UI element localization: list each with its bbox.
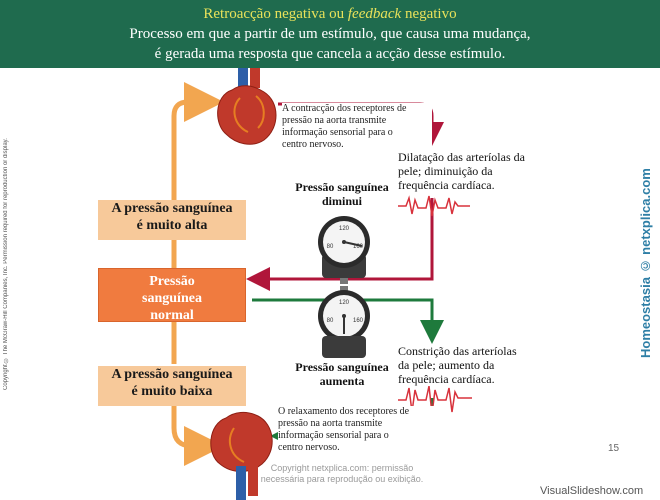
gauge-tick: 120 xyxy=(339,226,350,232)
arrow-green-loop xyxy=(252,298,444,344)
box-line: A pressão sanguínea xyxy=(111,367,233,382)
gauge-tick: 160 xyxy=(353,244,364,250)
box-line: é muito baixa xyxy=(131,384,213,399)
heart-icon xyxy=(210,411,273,500)
response-line: pele; diminuição da xyxy=(398,164,493,178)
blood-pressure-gauge-icon xyxy=(318,216,370,284)
response-dilation: Dilatação das arteríolas da pele; diminu… xyxy=(398,150,548,192)
box-pressure-normal: Pressão sanguínea normal xyxy=(98,268,246,323)
box-line: A pressão sanguínea xyxy=(111,201,233,216)
caption-line: informação sensorial para o xyxy=(278,430,389,441)
caption-relaxation: O relaxamento dos receptores de pressão … xyxy=(278,406,434,454)
gauge-tick: 160 xyxy=(353,318,364,324)
watermark-line: necessária para reprodução ou exibição. xyxy=(260,474,424,484)
gauge-tick: 80 xyxy=(327,244,334,250)
response-line: frequência cardíaca. xyxy=(398,372,495,386)
gauge-label-line: aumenta xyxy=(319,374,365,388)
arrow-up-to-heart xyxy=(171,82,224,200)
slide-title: Retroacção negativa ou feedback negativo xyxy=(0,0,660,24)
box-line: sanguínea xyxy=(142,291,202,306)
arrow-down-to-heart xyxy=(171,368,224,466)
copyright-side-note: Copyright © The McGraw-Hill Companies, I… xyxy=(3,138,9,390)
caption-line: pressão na aorta transmite xyxy=(278,418,383,429)
box-line: Pressão xyxy=(149,274,195,289)
feedback-diagram: 120 80 160 120 80 160 A pressão sanguíne… xyxy=(0,68,660,500)
response-constriction: Constrição das arteríolas da pele; aumen… xyxy=(398,344,548,386)
diagram-arrows: 120 80 160 120 80 160 xyxy=(171,68,472,500)
caption-contraction: A contracção dos receptores de pressão n… xyxy=(282,103,432,151)
caption-line: centro nervoso. xyxy=(282,139,344,150)
box-line: é muito alta xyxy=(136,218,208,233)
gauge-label-line: diminui xyxy=(321,194,363,208)
heart-icon xyxy=(217,68,277,145)
response-line: Dilatação das arteríolas da xyxy=(398,150,525,164)
gauge-label-line: Pressão sanguínea xyxy=(295,180,389,194)
caption-line: informação sensorial para o xyxy=(282,127,393,138)
gauge-label-decrease: Pressão sanguínea diminui xyxy=(282,180,402,208)
title-italic: feedback xyxy=(347,6,402,22)
box-line: normal xyxy=(150,308,194,323)
brand-footer: VisualSlideshow.com xyxy=(540,485,644,497)
response-line: Constrição das arteríolas xyxy=(398,344,517,358)
slide-header: Retroacção negativa ou feedback negativo… xyxy=(0,0,660,68)
title-text: Retroacção negativa ou xyxy=(203,6,348,22)
homeostasia-credit: Homeostasia © netxplica.com xyxy=(638,168,653,358)
arrow-red-return xyxy=(246,198,434,291)
caption-line: pressão na aorta transmite xyxy=(282,115,387,126)
watermark: Copyright netxplica.com: permissão neces… xyxy=(252,463,432,485)
response-line: da pele; aumento da xyxy=(398,358,495,372)
watermark-line: Copyright netxplica.com: permissão xyxy=(270,463,414,473)
blood-pressure-gauge-icon xyxy=(318,286,370,358)
subtitle-line-2: é gerada uma resposta que cancela a acçã… xyxy=(154,46,506,62)
gauge-tick: 80 xyxy=(327,318,334,324)
box-pressure-low: A pressão sanguínea é muito baixa xyxy=(98,366,246,406)
gauge-tick: 120 xyxy=(339,300,350,306)
box-pressure-high: A pressão sanguínea é muito alta xyxy=(98,200,246,240)
caption-line: centro nervoso. xyxy=(278,442,340,453)
ecg-trace-icon xyxy=(398,195,470,217)
caption-line: A contracção dos receptores de xyxy=(282,103,407,114)
response-line: frequência cardíaca. xyxy=(398,178,495,192)
gauge-label-increase: Pressão sanguínea aumenta xyxy=(282,360,402,388)
subtitle-line-1: Processo em que a partir de um estímulo,… xyxy=(129,26,531,42)
gauge-label-line: Pressão sanguínea xyxy=(295,360,389,374)
caption-line: O relaxamento dos receptores de xyxy=(278,406,410,417)
page-number: 15 xyxy=(608,443,620,454)
title-text-end: negativo xyxy=(401,6,457,22)
